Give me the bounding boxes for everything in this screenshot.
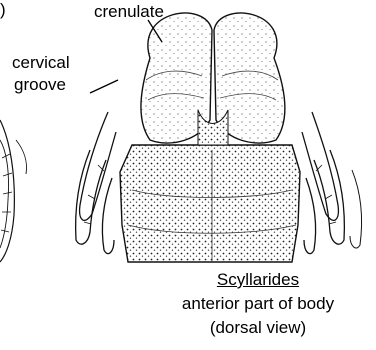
right-legs: [302, 112, 362, 254]
carapace: [120, 145, 300, 262]
cervical-label: cervical: [12, 53, 70, 73]
cervical-groove-pointer: [90, 80, 118, 93]
left-partial-specimen: [0, 120, 27, 262]
caption-genus: Scyllarides: [138, 268, 376, 291]
groove-label: groove: [14, 75, 66, 95]
crenulate-label: crenulate: [94, 2, 164, 22]
left-legs: [76, 112, 116, 254]
caption-line-2: anterior part of body: [138, 292, 376, 315]
caption-line-3: (dorsal view): [138, 316, 376, 339]
part-marker: ): [0, 0, 6, 20]
